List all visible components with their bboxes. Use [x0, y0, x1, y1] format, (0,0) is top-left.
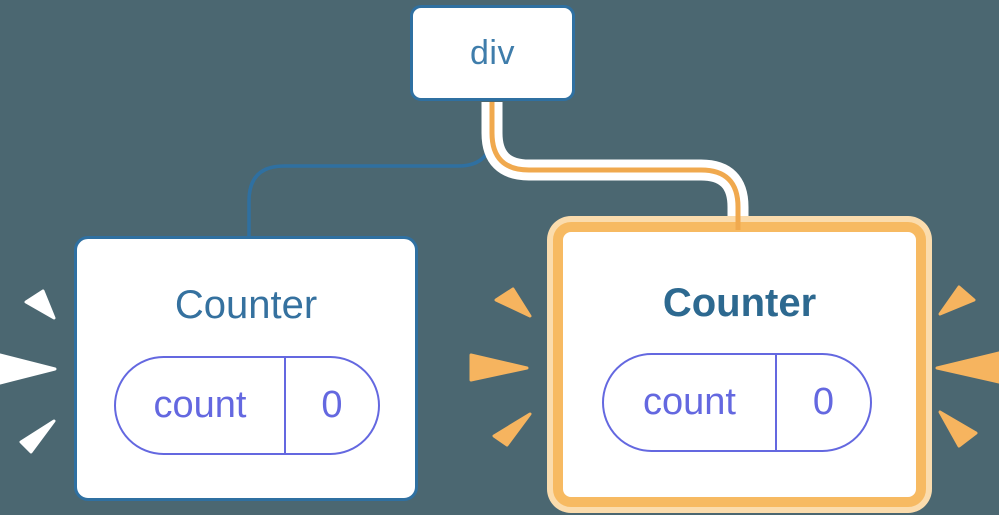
burst-orange-right-middle	[935, 351, 999, 384]
edge-root-to-right-counter-casing	[481, 102, 749, 216]
state-value-cell: 0	[286, 358, 378, 453]
burst-orange-right-bottom	[938, 410, 978, 448]
counter-card-left: Counter count 0	[74, 236, 418, 501]
state-pill: count 0	[114, 356, 380, 455]
state-key-cell: count	[604, 355, 777, 450]
counter-title: Counter	[174, 283, 318, 327]
state-value-label: 0	[812, 381, 835, 423]
root-node: div	[410, 5, 575, 101]
burst-white-bottom	[19, 419, 56, 454]
burst-orange-right-top	[938, 285, 976, 316]
counter-card-right-highlighted: Counter count 0	[553, 222, 926, 507]
edge-root-to-right-counter	[489, 102, 741, 230]
burst-white-top	[24, 289, 56, 320]
edge-root-to-left-counter	[247, 102, 494, 238]
burst-orange-left-bottom	[492, 412, 532, 447]
state-key-cell: count	[116, 358, 286, 453]
counter-title: Counter	[662, 281, 817, 325]
burst-white-middle	[0, 353, 57, 385]
state-value-cell: 0	[777, 355, 870, 450]
burst-orange-left-top	[494, 287, 532, 318]
state-key-label: count	[643, 381, 736, 423]
root-node-label: div	[470, 33, 515, 72]
state-value-label: 0	[321, 384, 343, 426]
state-key-label: count	[153, 384, 247, 426]
burst-orange-left-middle	[469, 353, 529, 382]
state-pill: count 0	[602, 353, 872, 452]
